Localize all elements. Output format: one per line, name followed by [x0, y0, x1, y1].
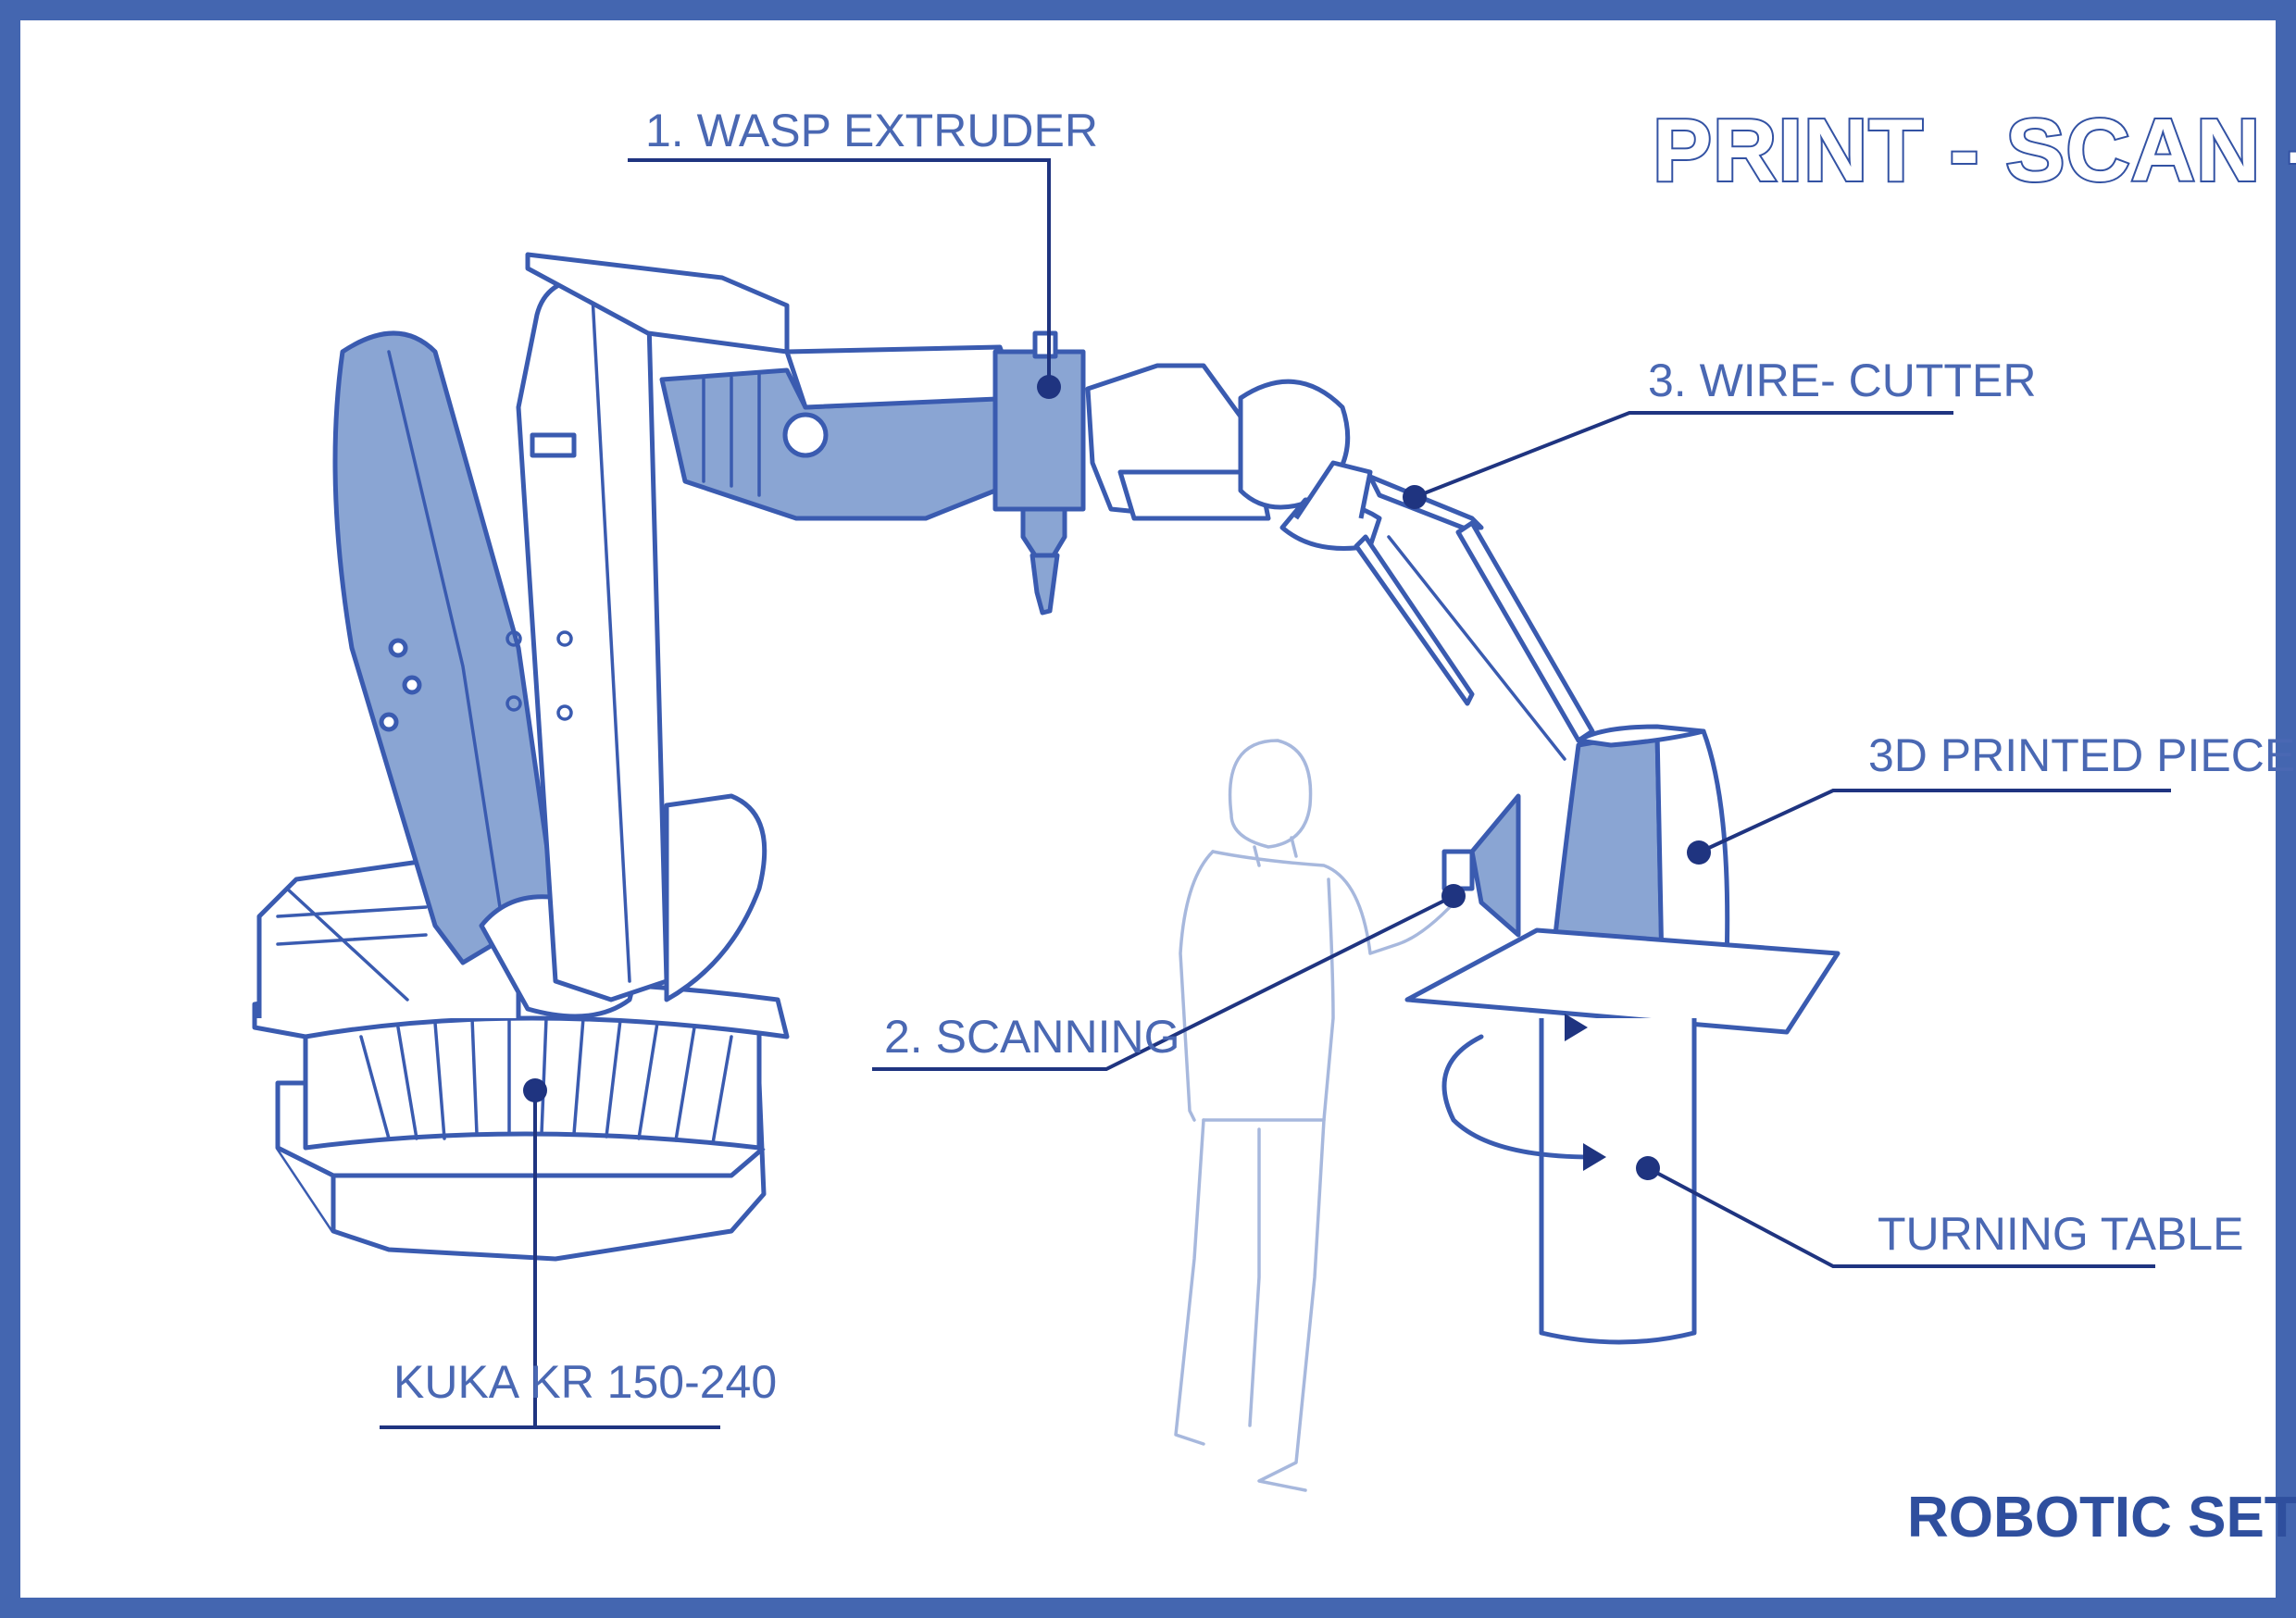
- page-subtitle: ROBOTIC SET UP: [1907, 1486, 2296, 1550]
- label-kuka-robot: KUKA KR 150-240: [393, 1356, 777, 1408]
- label-3d-printed-piece: 3D PRINTED PIECE: [1868, 729, 2295, 781]
- robot-vertical-link: [505, 252, 790, 1002]
- label-wire-cutter: 3. WIRE- CUTTER: [1648, 355, 2036, 406]
- wasp-extruder: [992, 330, 1086, 616]
- person-figure: [1174, 739, 1465, 1492]
- wrist-head: [1085, 363, 1382, 551]
- printed-piece: [1553, 724, 1730, 973]
- label-turning-table: TURNING TABLE: [1878, 1208, 2243, 1260]
- turning-table: [1404, 927, 1841, 1345]
- robot-base: [252, 793, 790, 1262]
- wire-cutter: [1354, 474, 1595, 761]
- label-wasp-extruder: 1. WASP EXTRUDER: [645, 105, 1098, 156]
- label-scanning: 2. SCANNING: [884, 1011, 1180, 1063]
- page-title: PRINT - SCAN - CUT: [1653, 101, 2296, 200]
- callouts: [380, 158, 2171, 1429]
- robot-forearm: [659, 344, 1021, 521]
- handheld-scanner: [1441, 793, 1521, 938]
